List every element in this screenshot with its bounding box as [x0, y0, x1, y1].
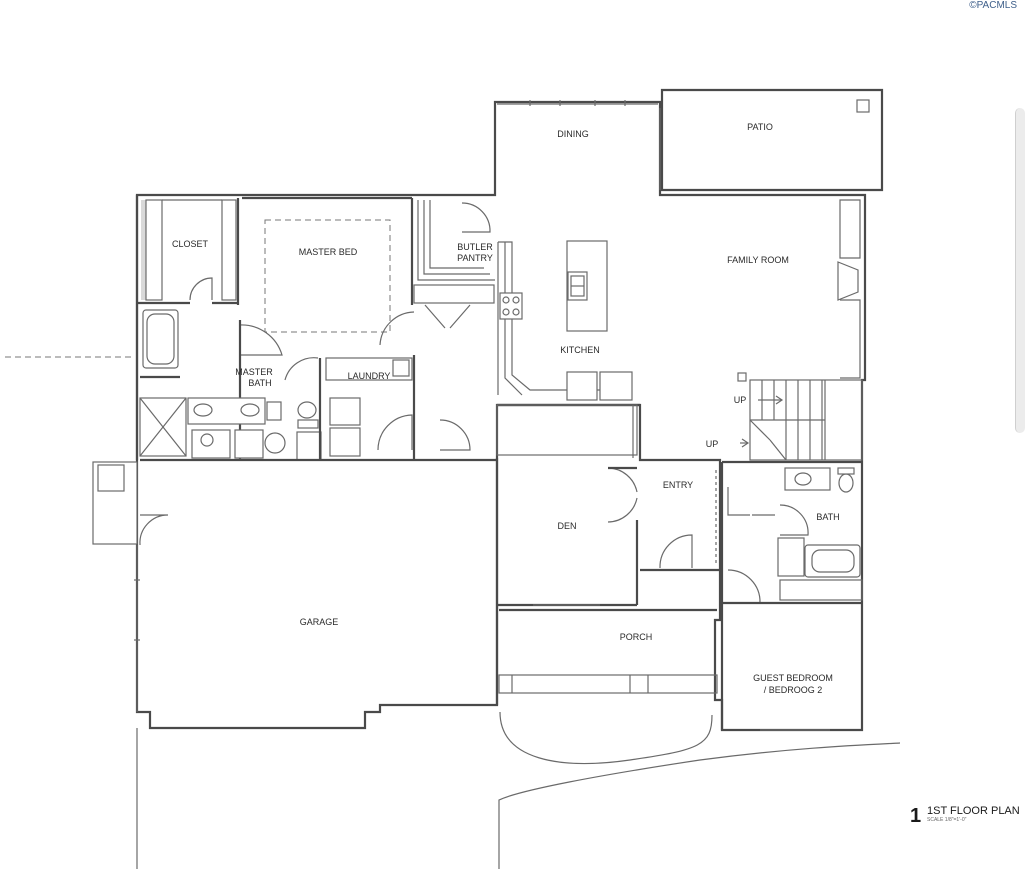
- dryer: [329, 427, 361, 457]
- label-patio: PATIO: [747, 122, 773, 132]
- sink-2: [240, 403, 260, 417]
- stairs: [740, 379, 863, 461]
- dining-windows: [529, 100, 626, 106]
- label-pantry: PANTRY: [457, 253, 493, 263]
- closet-door: [189, 277, 213, 301]
- bath-toilet: [838, 473, 854, 493]
- cooktop: [499, 292, 523, 320]
- plan-title: 1ST FLOOR PLAN: [927, 805, 1020, 817]
- fireplace: [837, 261, 859, 301]
- patio-slab: [660, 88, 884, 192]
- walkway: [499, 711, 713, 765]
- garage-door-swing: [139, 514, 169, 546]
- plan-scale: SCALE 1/8"=1'-0": [927, 817, 967, 823]
- label-garage: GARAGE: [300, 617, 339, 627]
- den-doors: [607, 467, 638, 523]
- label-dining: DINING: [557, 129, 589, 139]
- label-stairs-up-1: UP: [734, 395, 747, 405]
- laundry-sink: [392, 359, 410, 377]
- copyright-label: ©PACMLS: [969, 0, 1017, 11]
- label-guest-bedroom: GUEST BEDROOM: [753, 673, 833, 683]
- label-master-bath: BATH: [248, 378, 271, 388]
- label-kitchen: KITCHEN: [560, 345, 600, 355]
- label-porch: PORCH: [620, 632, 653, 642]
- label-stairs-up-2: UP: [706, 439, 719, 449]
- driveway-edge: [498, 742, 901, 869]
- label-master-bed: MASTER BED: [299, 247, 358, 257]
- toilet: [297, 401, 317, 419]
- front-door: [659, 534, 693, 569]
- patio-post: [856, 99, 870, 113]
- kitchen-island: [566, 240, 608, 332]
- label-family-room: FAMILY ROOM: [727, 255, 789, 265]
- sink-1: [193, 403, 213, 417]
- plan-number: 1: [910, 805, 921, 827]
- exterior-wall: [135, 100, 867, 732]
- washer: [329, 397, 361, 426]
- scrollbar[interactable]: [1015, 108, 1025, 433]
- label-den: DEN: [557, 521, 576, 531]
- label-entry: ENTRY: [663, 480, 693, 490]
- bed-outline: [264, 219, 391, 333]
- label-laundry: LAUNDRY: [348, 371, 391, 381]
- label-master: MASTER: [235, 367, 273, 377]
- label-bath: BATH: [816, 512, 839, 522]
- label-butler: BUTLER: [457, 242, 493, 252]
- label-bedroom-2: / BEDROOG 2: [764, 685, 823, 695]
- label-closet: CLOSET: [172, 239, 209, 249]
